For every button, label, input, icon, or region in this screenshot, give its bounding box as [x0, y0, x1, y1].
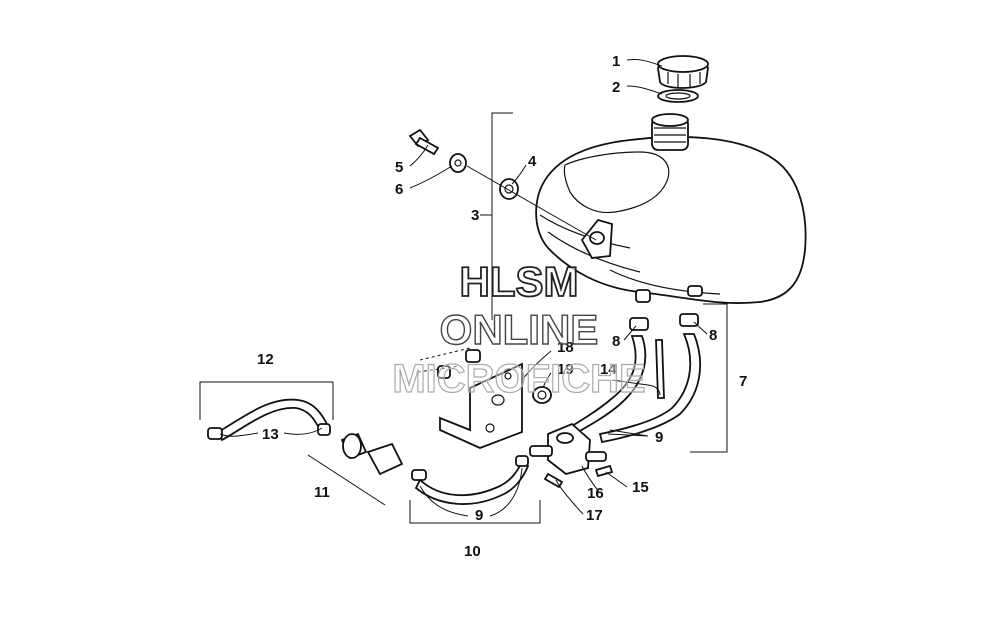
watermark-line-2: ONLINE [440, 306, 599, 353]
callout-6: 6 [395, 181, 403, 198]
callout-4: 4 [528, 153, 537, 170]
bushing-washer [449, 153, 467, 173]
grommet [499, 178, 519, 200]
callout-19: 19 [557, 361, 574, 378]
callout-11: 11 [314, 484, 330, 501]
fuel-valve [529, 422, 607, 475]
callout-12: 12 [257, 351, 274, 368]
callout-8-left: 8 [612, 333, 620, 350]
watermark-line-3: MICROFICHE [392, 357, 645, 401]
callout-17: 17 [586, 507, 603, 524]
callout-15: 15 [632, 479, 649, 496]
callout-9-bottom: 9 [475, 507, 483, 524]
watermark-line-1: HLSM [460, 258, 579, 305]
fuel-tank [535, 113, 807, 304]
bracket-screws [417, 347, 481, 379]
callout-9-right: 9 [655, 429, 663, 446]
callout-labels: 1 2 3 4 5 6 7 8 8 9 9 10 11 12 13 14 15 … [257, 53, 747, 560]
lower-fuel-hose [411, 455, 530, 505]
bracket-nut [532, 386, 552, 404]
callout-1: 1 [612, 53, 620, 70]
callout-5: 5 [395, 159, 403, 176]
group-brackets [199, 112, 728, 524]
valve-screws [543, 464, 614, 489]
callout-13: 13 [262, 426, 279, 443]
fuel-filter [340, 432, 404, 476]
callout-2: 2 [612, 79, 620, 96]
cap-gasket [657, 89, 699, 103]
valve-bracket [439, 362, 523, 449]
fuel-cap [657, 55, 709, 89]
watermark: HLSM ONLINE MICROFICHE [392, 257, 647, 402]
callout-16: 16 [587, 485, 604, 502]
leader-lines [219, 59, 708, 517]
callout-18: 18 [557, 339, 574, 356]
callout-3: 3 [471, 207, 479, 224]
callout-8-right: 8 [709, 327, 717, 344]
callout-14: 14 [600, 361, 617, 378]
callout-10: 10 [464, 543, 481, 560]
callout-7: 7 [739, 373, 747, 390]
fuel-hoses [570, 313, 701, 444]
